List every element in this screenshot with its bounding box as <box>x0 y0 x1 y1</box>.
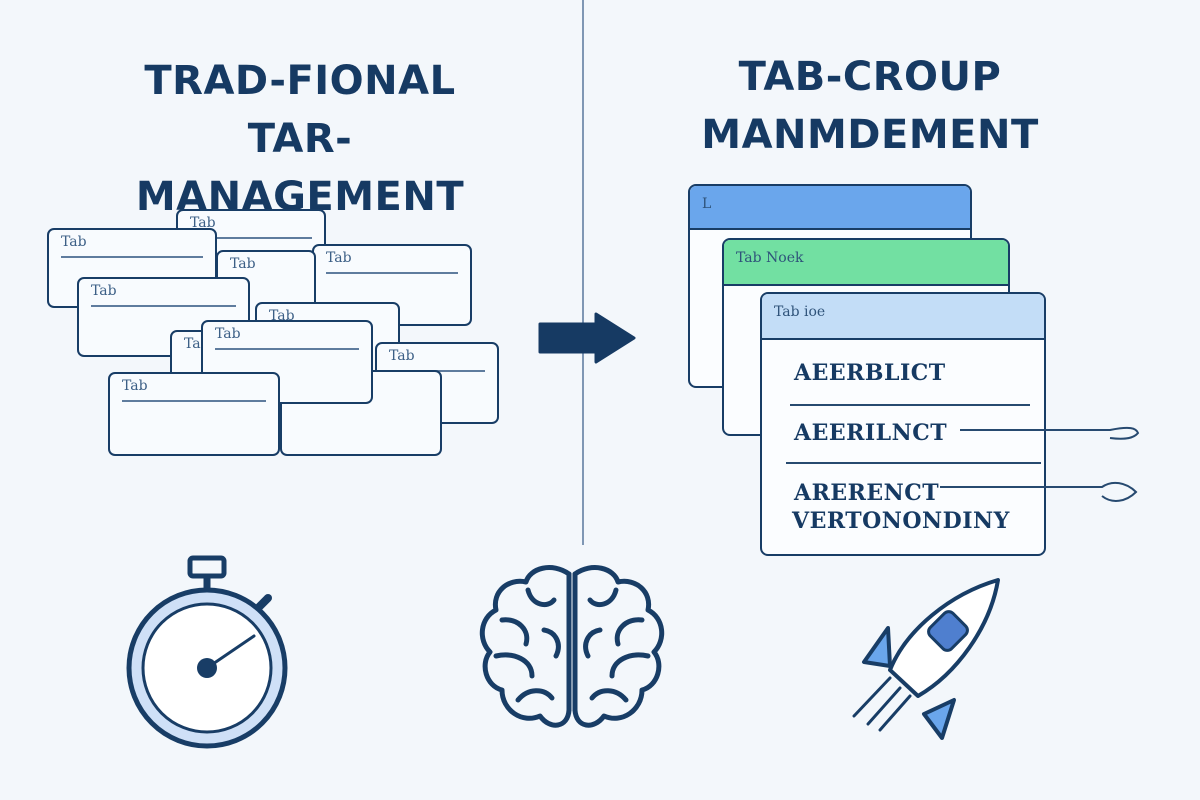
tab-group-label: L <box>702 196 712 212</box>
stopwatch-icon <box>126 555 288 749</box>
rocket-icon <box>852 578 1000 740</box>
left-panel-title: TRAD-FIONAL TAR-MANAGEMENT <box>85 52 515 226</box>
right-title-line-1: TAB-CROUP <box>738 54 1002 100</box>
tab-label: Tab <box>91 283 117 299</box>
tab-rule <box>215 348 359 350</box>
row-divider <box>790 404 1030 406</box>
tab-group-label: Tab ioe <box>774 304 826 320</box>
arrow-right-icon <box>538 312 636 364</box>
tab-rule <box>91 305 236 307</box>
tab-rule <box>326 272 458 274</box>
left-title-line-1: TRAD-FIONAL <box>144 58 456 104</box>
tab-rule <box>190 237 312 239</box>
tab-label: Tab <box>215 326 241 342</box>
tab-label: Tab <box>61 234 87 250</box>
tab-label: Tab <box>230 256 256 272</box>
group-row: AEERBLICT <box>794 360 946 386</box>
group-row-extra: VERTONONDINY <box>792 508 1010 534</box>
tab-rule <box>61 256 203 258</box>
tab-group-window: Tab ioe AEERBLICT AEERILNCT ARERENCT <box>760 292 1046 556</box>
mini-tab: Tab <box>47 228 217 308</box>
mini-tab: Tab <box>108 372 280 456</box>
tab-rule <box>122 400 266 402</box>
group-row: AEERILNCT <box>794 420 948 446</box>
panel-divider <box>582 0 584 545</box>
tab-group-header: Tab ioe <box>762 294 1044 340</box>
tab-group-header: L <box>690 186 970 230</box>
mini-tab: Tab <box>201 320 373 404</box>
tab-group-header: Tab Noek <box>724 240 1008 286</box>
right-title-line-2: MANMDEMENT <box>701 112 1039 158</box>
tab-label: Tab <box>326 250 352 266</box>
connector-arrow-icon <box>940 481 1138 502</box>
tab-label: Tab <box>122 378 148 394</box>
group-row: ARERENCT <box>794 480 940 506</box>
tab-group-label: Tab Noek <box>736 250 804 266</box>
brain-icon <box>479 565 665 728</box>
row-divider <box>786 462 1041 464</box>
tab-label: Tab <box>190 215 216 231</box>
connector-arrow-icon <box>960 426 1140 440</box>
right-panel-title: TAB-CROUP MANMDEMENT <box>650 48 1090 164</box>
tab-label: Tab <box>389 348 415 364</box>
